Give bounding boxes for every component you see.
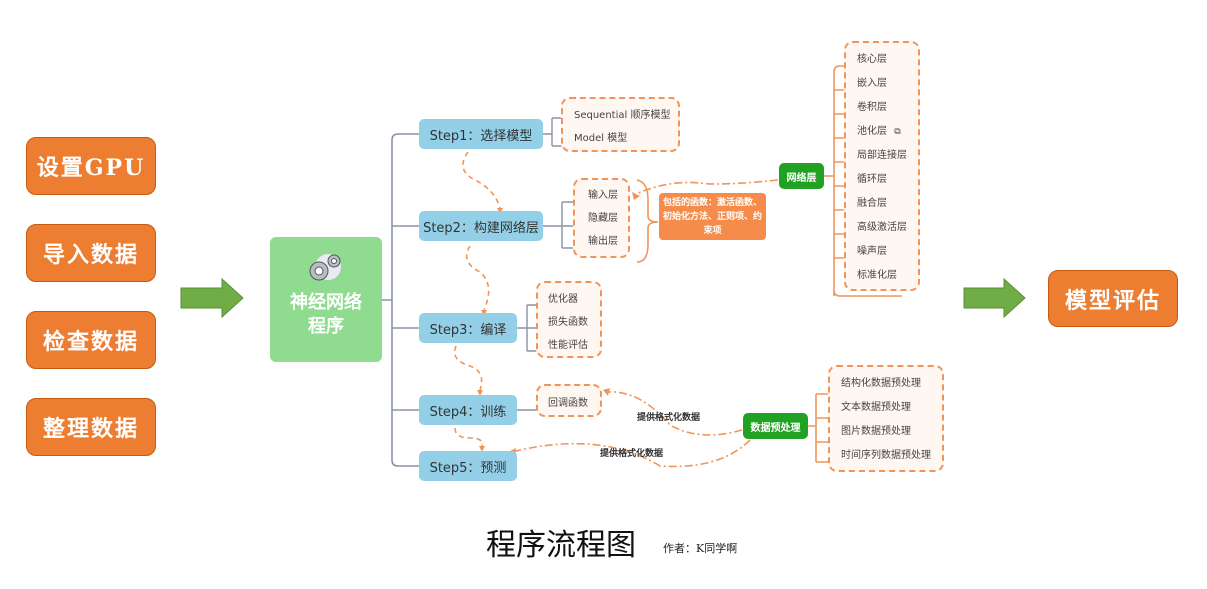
step-label: Step5：预测 bbox=[429, 460, 507, 476]
layer-item[interactable]: 循环层 bbox=[857, 174, 887, 185]
prep-step-import[interactable]: 导入数据 bbox=[26, 224, 156, 282]
network-layers-label: 网络层 bbox=[786, 172, 817, 184]
step-flow-arrows bbox=[453, 151, 501, 447]
prep-step-label: 整理数据 bbox=[42, 416, 139, 442]
root-node[interactable]: 神经网络程序 bbox=[270, 237, 382, 362]
step-3-node[interactable]: Step3：编译 bbox=[419, 313, 517, 343]
step3-children-group bbox=[536, 281, 602, 358]
layer-item-label: 池化层 bbox=[857, 126, 887, 137]
leaf-optimizer[interactable]: 优化器 bbox=[548, 294, 578, 305]
step-label: Step4：训练 bbox=[429, 404, 507, 420]
data-preprocess-label: 数据预处理 bbox=[750, 422, 801, 434]
preprocess-item[interactable]: 时间序列数据预处理 bbox=[841, 450, 931, 461]
root-title: 神经网络程序 bbox=[290, 292, 362, 337]
arrow-right-icon bbox=[963, 277, 1026, 319]
edge-label-format-data-2: 提供格式化数据 bbox=[600, 449, 664, 459]
step-5-node[interactable]: Step5：预测 bbox=[419, 451, 517, 481]
step-1-node[interactable]: Step1：选择模型 bbox=[419, 119, 543, 149]
step2-children-group bbox=[573, 178, 630, 258]
layer-item[interactable]: 卷积层 bbox=[857, 102, 887, 113]
layer-item[interactable]: 高级激活层 bbox=[857, 222, 907, 233]
layer-functions-note[interactable]: 包括的函数：激活函数、初始化方法、正则项、约束项 bbox=[659, 193, 766, 240]
preprocess-item[interactable]: 图片数据预处理 bbox=[841, 426, 911, 437]
step-label: Step1：选择模型 bbox=[429, 128, 533, 144]
step1-children-group bbox=[561, 97, 680, 152]
link-icon[interactable]: ⧉ bbox=[894, 127, 901, 137]
layer-item[interactable]: 局部连接层 bbox=[857, 150, 907, 161]
arrow-right-icon bbox=[180, 277, 244, 319]
step-2-node[interactable]: Step2：构建网络层 bbox=[419, 211, 543, 241]
step-4-node[interactable]: Step4：训练 bbox=[419, 395, 517, 425]
network-layers-group bbox=[844, 41, 920, 291]
final-step-evaluate[interactable]: 模型评估 bbox=[1048, 270, 1178, 327]
trunk-connector bbox=[382, 133, 419, 467]
step1-connector bbox=[543, 117, 665, 147]
diagram-author: 作者：K同学啊 bbox=[663, 542, 738, 555]
layer-item[interactable]: 池化层 ⧉ bbox=[857, 122, 901, 137]
step-label: Step2：构建网络层 bbox=[423, 220, 539, 236]
step4-children-group bbox=[536, 384, 602, 417]
data-preprocess-group bbox=[828, 365, 944, 472]
leaf-callbacks[interactable]: 回调函数 bbox=[548, 398, 588, 409]
gears-icon bbox=[309, 254, 341, 281]
layer-item[interactable]: 融合层 bbox=[857, 198, 887, 209]
data-link-lines bbox=[511, 179, 779, 468]
prep-step-label: 检查数据 bbox=[42, 329, 139, 355]
preprocess-item[interactable]: 结构化数据预处理 bbox=[841, 378, 921, 389]
leaf-output-layer[interactable]: 输出层 bbox=[588, 236, 618, 247]
prep-step-label: 导入数据 bbox=[42, 242, 139, 268]
leaf-input-layer[interactable]: 输入层 bbox=[588, 190, 618, 201]
step2-brace bbox=[636, 179, 659, 263]
network-layers-node[interactable]: 网络层 bbox=[779, 163, 824, 189]
prep-step-clean[interactable]: 整理数据 bbox=[26, 398, 156, 456]
edge-label-format-data-1: 提供格式化数据 bbox=[637, 413, 701, 423]
layer-item[interactable]: 核心层 bbox=[857, 54, 887, 65]
leaf-model[interactable]: Model 模型 bbox=[574, 133, 628, 144]
final-step-label: 模型评估 bbox=[1064, 287, 1161, 314]
diagram-title: 程序流程图 bbox=[486, 528, 636, 563]
data-preprocess-node[interactable]: 数据预处理 bbox=[743, 413, 808, 439]
prep-step-check[interactable]: 检查数据 bbox=[26, 311, 156, 369]
leaf-sequential[interactable]: Sequential 顺序模型 bbox=[574, 110, 671, 121]
preprocess-item[interactable]: 文本数据预处理 bbox=[841, 402, 911, 413]
leaf-hidden-layer[interactable]: 隐藏层 bbox=[588, 213, 618, 224]
layer-item[interactable]: 噪声层 bbox=[857, 246, 887, 257]
leaf-loss-function[interactable]: 损失函数 bbox=[548, 317, 588, 328]
leaf-metrics[interactable]: 性能评估 bbox=[548, 340, 588, 351]
prep-step-label: 设置GPU bbox=[36, 155, 146, 181]
layer-item[interactable]: 标准化层 bbox=[857, 270, 897, 281]
prep-step-gpu[interactable]: 设置GPU bbox=[26, 137, 156, 195]
layer-item[interactable]: 嵌入层 bbox=[857, 78, 887, 89]
step-label: Step3：编译 bbox=[429, 322, 507, 338]
